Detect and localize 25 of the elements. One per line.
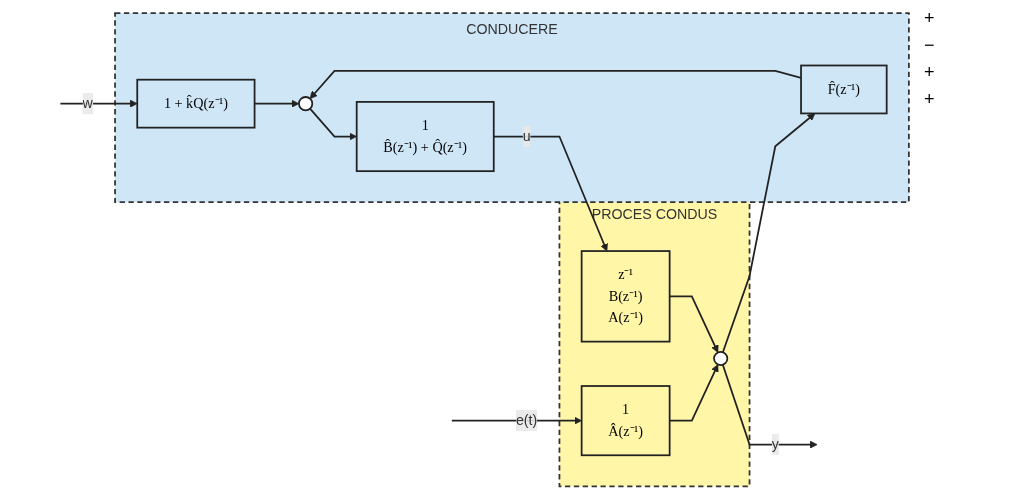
- arrow: [59, 99, 138, 108]
- arrow: [492, 135, 608, 252]
- arrow: [253, 99, 300, 108]
- node-box: 1 Â(z⁻¹): [580, 384, 671, 456]
- arrow: [722, 112, 816, 353]
- arrow: [309, 107, 358, 141]
- arrow: [721, 363, 818, 449]
- sign-label: +: [924, 8, 936, 29]
- sign-label: −: [924, 35, 936, 56]
- edge-label: e(t): [515, 412, 538, 428]
- node-box: F̂(z⁻¹): [800, 64, 888, 115]
- node-box: z⁻¹ B(z⁻¹) A(z⁻¹): [580, 249, 671, 343]
- sign-label: +: [924, 62, 936, 83]
- edge-label: w: [82, 95, 93, 111]
- arrow: [450, 416, 582, 425]
- arrow: [668, 295, 719, 353]
- edge-label: u: [522, 128, 531, 144]
- node-box: 1 + k̂Q(z⁻¹): [136, 78, 256, 129]
- node-circle: [713, 350, 729, 366]
- arrow: [668, 363, 719, 422]
- node-box: 1 B̂(z⁻¹) + Q̂(z⁻¹): [355, 100, 495, 172]
- arrow: [309, 69, 802, 99]
- edge-label: y: [771, 436, 779, 452]
- sign-label: +: [924, 89, 936, 110]
- node-circle: [298, 95, 314, 111]
